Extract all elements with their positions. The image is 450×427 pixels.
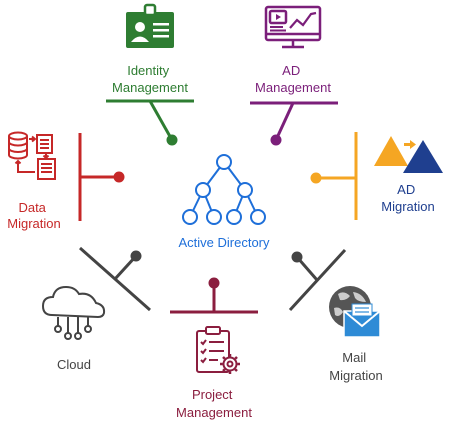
database-transfer-icon	[8, 131, 56, 180]
project-management-label-1: Project	[192, 387, 233, 402]
data-migration-label-1: Data	[18, 200, 46, 215]
cloud-network-icon	[41, 285, 106, 340]
data-migration-node: Data Migration	[7, 131, 125, 231]
ad-management-label-1: AD	[282, 63, 300, 78]
ad-management-connector	[250, 101, 338, 146]
globe-mail-icon	[329, 286, 381, 338]
project-management-label-2: Management	[176, 405, 252, 420]
mail-migration-node: Mail Migration	[288, 248, 383, 383]
project-management-connector	[170, 277, 258, 314]
ad-migration-node: AD Migration	[310, 132, 443, 220]
mail-migration-connector	[288, 248, 347, 312]
svg-text:Identity Management: Identity Management	[112, 63, 188, 95]
center-label: Active Directory	[178, 235, 270, 250]
identity-management-label-2: Management	[112, 80, 188, 95]
ad-migration-label-1: AD	[397, 182, 415, 197]
id-card-icon	[126, 3, 174, 48]
identity-management-label-1: Identity	[127, 63, 169, 78]
hierarchy-icon	[182, 154, 266, 225]
cloud-node: Cloud	[41, 246, 151, 372]
identity-management-node: Identity Management	[106, 3, 194, 146]
mail-migration-label-1: Mail	[342, 350, 366, 365]
svg-text:Project Management: Project Management	[176, 387, 252, 420]
identity-management-connector	[106, 99, 194, 146]
project-management-node: Project Management	[170, 277, 258, 420]
svg-text:AD Migration: AD Migration	[381, 182, 434, 214]
data-migration-label-2: Migration	[7, 216, 60, 231]
cloud-connector	[79, 246, 151, 312]
monitor-chart-icon	[264, 5, 322, 49]
ad-management-node: AD Management	[250, 5, 338, 146]
ad-management-label-2: Management	[255, 80, 331, 95]
ad-migration-connector	[310, 132, 358, 220]
svg-text:AD Management: AD Management	[255, 63, 331, 95]
data-migration-connector	[78, 133, 125, 221]
checklist-gear-icon	[196, 326, 240, 374]
svg-text:Mail Migration: Mail Migration	[329, 350, 382, 383]
ad-migration-label-2: Migration	[381, 199, 434, 214]
mail-migration-label-2: Migration	[329, 368, 382, 383]
active-directory-node: Active Directory	[178, 154, 270, 250]
triangles-icon	[374, 136, 443, 173]
cloud-label: Cloud	[57, 357, 91, 372]
svg-text:Data Migration: Data Migration	[7, 200, 60, 231]
